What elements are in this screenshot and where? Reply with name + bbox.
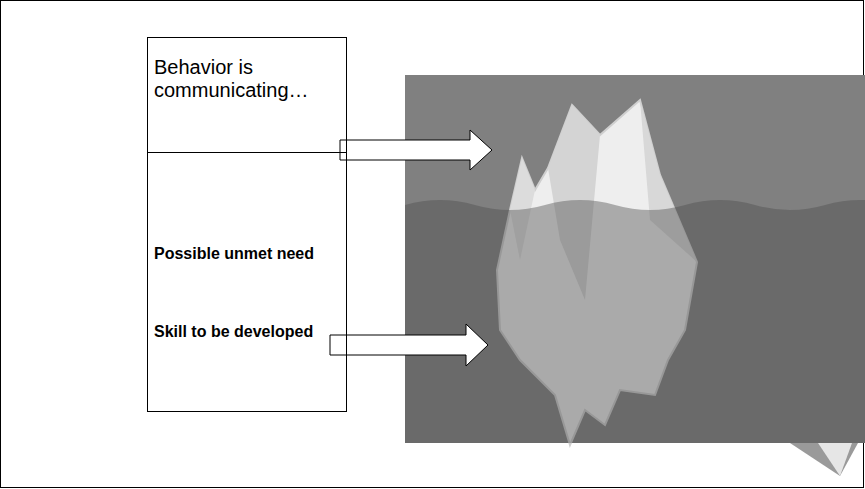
block-arrow [330, 324, 488, 366]
shadow-shape [790, 443, 858, 476]
behavior-cell: Behavior is communicating… [147, 37, 347, 153]
heading-text: Behavior is communicating… [154, 56, 340, 102]
meaning-cell: Possible unmet needSkill to be developed [147, 152, 347, 412]
block-arrow [340, 130, 492, 170]
need-text: Possible unmet need [154, 245, 340, 263]
shadow-shape [818, 443, 852, 476]
water [405, 200, 865, 443]
skill-text: Skill to be developed [154, 323, 340, 341]
